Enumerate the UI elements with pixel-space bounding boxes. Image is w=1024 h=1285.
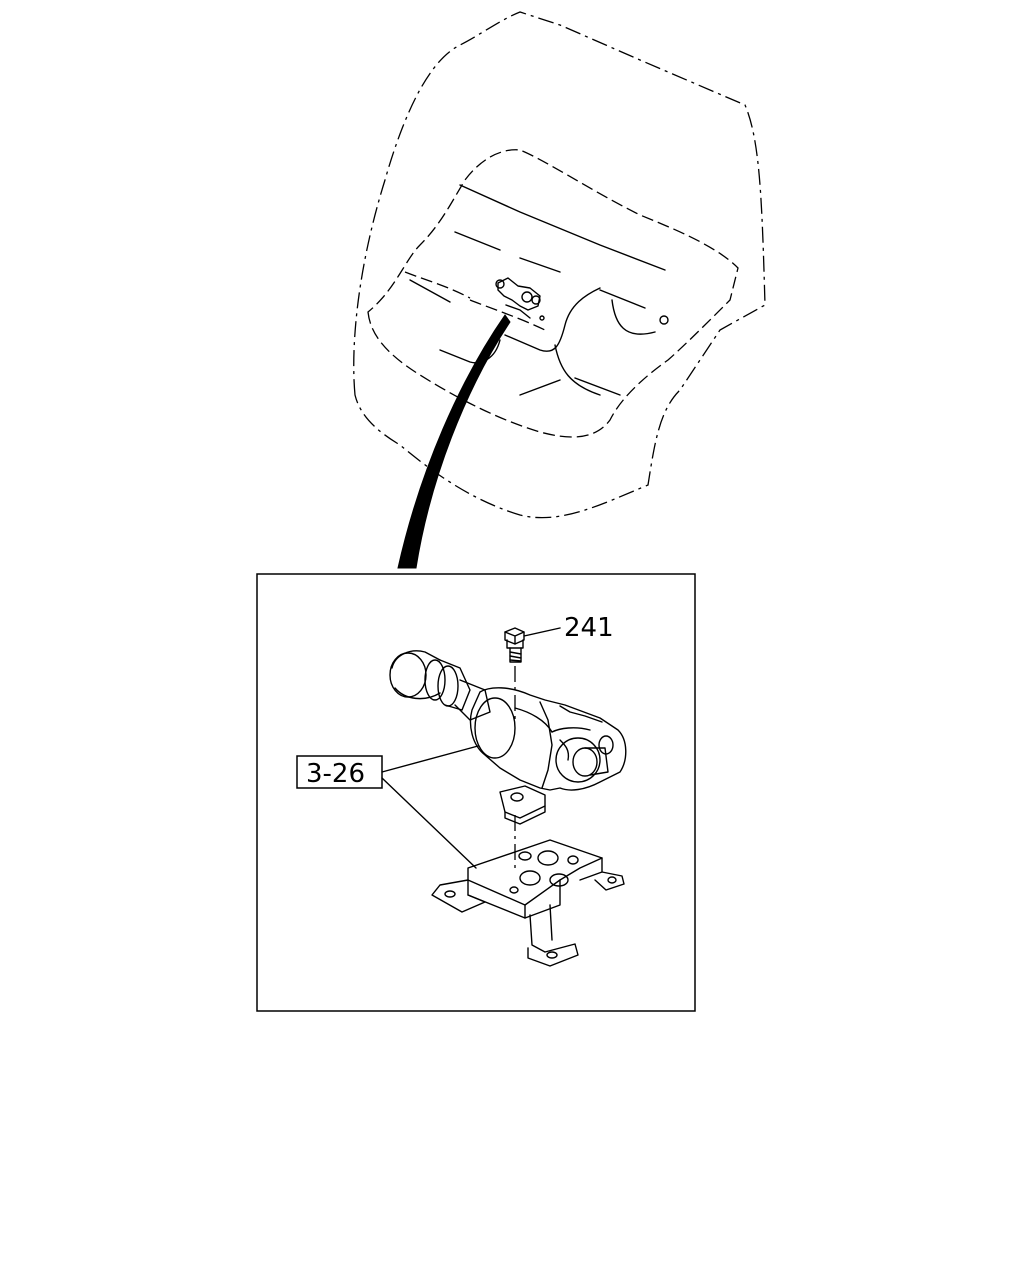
assembly-leaders — [381, 745, 479, 869]
valve-assembly — [389, 650, 627, 825]
callout-3-26: 3-26 — [306, 759, 365, 789]
engine-outline — [353, 11, 766, 519]
detail-leader — [397, 314, 511, 569]
valve-location-mini — [495, 277, 545, 321]
bracket-part — [431, 839, 625, 967]
callout-3-26-box — [296, 755, 383, 789]
detail-frame — [256, 573, 696, 1012]
callout-241: 241 — [564, 613, 614, 643]
bolt-part — [504, 627, 561, 663]
